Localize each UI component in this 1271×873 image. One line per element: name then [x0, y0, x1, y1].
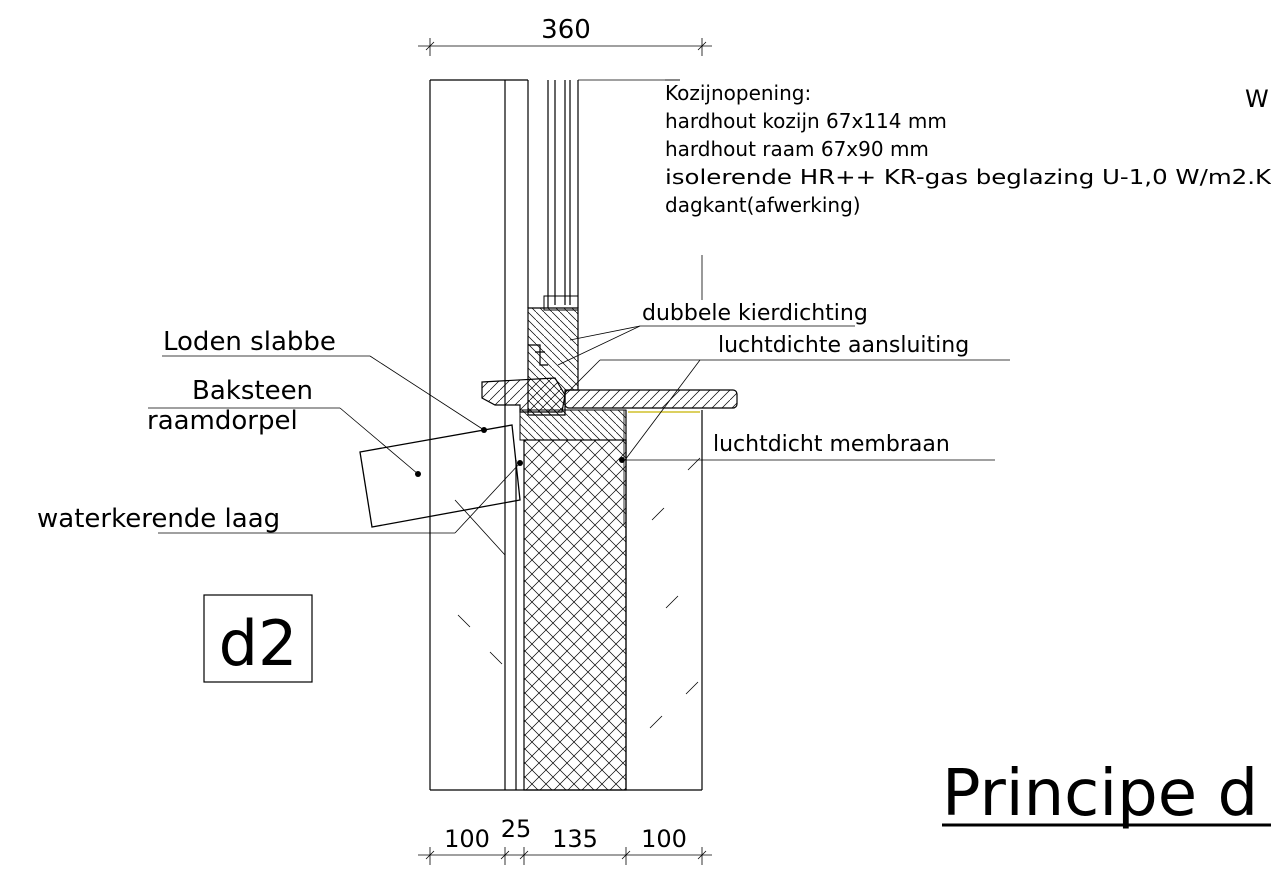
top-dimension: 360: [418, 15, 712, 56]
dim-135: 135: [552, 825, 598, 853]
top-right-fragment: W: [1245, 85, 1269, 113]
dim-25: 25: [501, 815, 532, 843]
dim-100-right: 100: [641, 825, 687, 853]
outer-brick-leaf: [429, 79, 529, 790]
label-loden-slabbe: Loden slabbe: [163, 327, 336, 357]
bottom-dimension: 100 25 135 100: [418, 815, 712, 865]
detail-id-box: d2: [203, 594, 313, 683]
inner-leaf: [430, 410, 703, 791]
label-luchtdicht-membraan: luchtdicht membraan: [713, 432, 950, 457]
dim-overall: 360: [541, 15, 591, 45]
inner-sill: [519, 389, 738, 525]
label-waterkerende-laag: waterkerende laag: [37, 504, 280, 534]
note-line-1: Kozijnopening:: [665, 81, 811, 105]
component-labels: dubbele kierdichting luchtdichte aanslui…: [37, 301, 969, 534]
leaders: [148, 79, 1010, 556]
label-baksteen: Baksteen: [192, 376, 313, 406]
title: Principe d: [942, 757, 1271, 831]
note-line-3: hardhout raam 67x90 mm: [665, 137, 929, 161]
kozijn-notes: Kozijnopening: hardhout kozijn 67x114 mm…: [665, 81, 1271, 217]
window-frame: [481, 79, 680, 416]
note-line-5: dagkant(afwerking): [665, 193, 861, 217]
note-line-2: hardhout kozijn 67x114 mm: [665, 109, 947, 133]
title-fragment: Principe d: [942, 757, 1258, 831]
cavity-insulation: [515, 439, 627, 791]
label-dubbele-kierdichting: dubbele kierdichting: [642, 301, 868, 326]
label-luchtdichte-aansluiting: luchtdichte aansluiting: [718, 333, 969, 358]
detail-id: d2: [219, 607, 298, 680]
label-raamdorpel: raamdorpel: [147, 406, 298, 436]
note-line-4: isolerende HR++ KR-gas beglazing U-1,0 W…: [665, 165, 1271, 189]
dim-100-left: 100: [444, 825, 490, 853]
